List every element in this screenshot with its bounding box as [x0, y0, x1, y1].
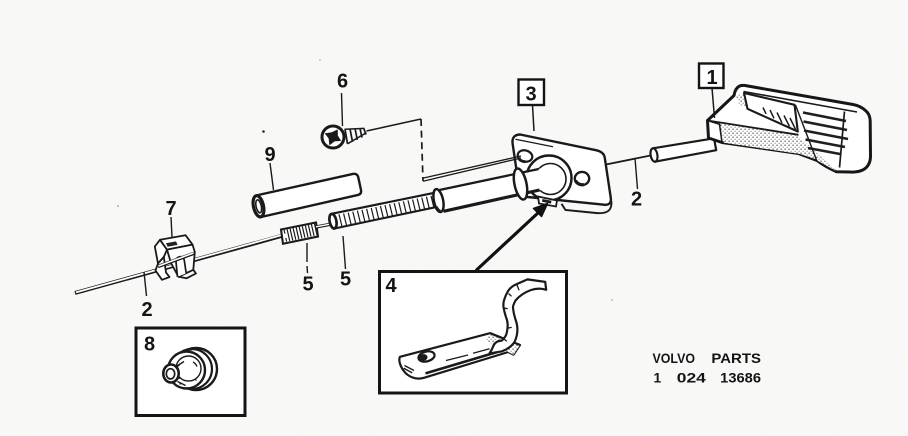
svg-text:2: 2: [631, 189, 642, 211]
svg-text:4: 4: [386, 275, 398, 297]
svg-text:5: 5: [303, 274, 314, 296]
svg-text:3: 3: [526, 84, 537, 106]
svg-text:1: 1: [707, 67, 718, 89]
svg-text:1: 1: [654, 371, 662, 386]
svg-text:7: 7: [166, 198, 177, 220]
svg-text:VOLVO: VOLVO: [653, 351, 696, 366]
svg-text:2: 2: [142, 299, 153, 321]
svg-text:024: 024: [677, 371, 706, 386]
svg-text:5: 5: [340, 269, 351, 291]
svg-text:PARTS: PARTS: [711, 351, 761, 366]
svg-text:13686: 13686: [720, 371, 761, 386]
svg-text:6: 6: [337, 71, 348, 93]
svg-text:8: 8: [144, 334, 155, 356]
svg-text:9: 9: [265, 144, 276, 166]
